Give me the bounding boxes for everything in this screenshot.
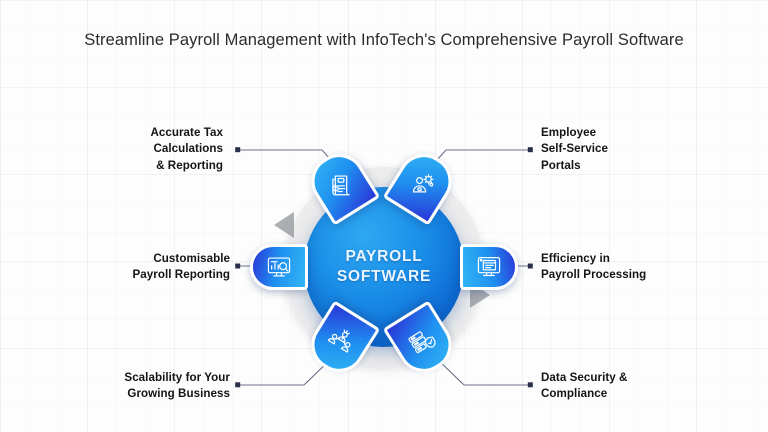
ring-arrow-left [274,212,294,238]
label-efficiency: Efficiency in Payroll Processing [541,252,647,282]
badge-employee-portal[interactable] [382,144,462,226]
label-scale: Scalability for Your Growing Business [124,371,230,401]
badge-tax-document[interactable] [301,144,381,226]
badge-scalability[interactable] [301,300,381,382]
database-shield-icon [408,331,436,354]
tax-document-icon [332,175,350,196]
label-security: Data Security & Compliance [541,371,628,401]
badge-customisable-reporting[interactable] [250,244,308,290]
payroll-software-hub: PAYROLL SOFTWARE [250,144,518,382]
center-label: PAYROLL SOFTWARE [336,247,432,285]
label-portal: Employee Self-Service Portals [541,126,608,172]
page-title: Streamline Payroll Management with InfoT… [84,31,684,49]
monitor-document-icon [477,257,501,277]
badge-data-security[interactable] [382,300,462,382]
team-growth-icon [327,329,351,353]
badge-efficiency-processing[interactable] [460,244,518,290]
user-gear-icon [412,174,434,193]
label-report: Customisable Payroll Reporting [132,252,230,282]
monitor-analytics-icon [267,257,291,277]
label-tax: Accurate Tax Calculations & Reporting [150,126,223,172]
